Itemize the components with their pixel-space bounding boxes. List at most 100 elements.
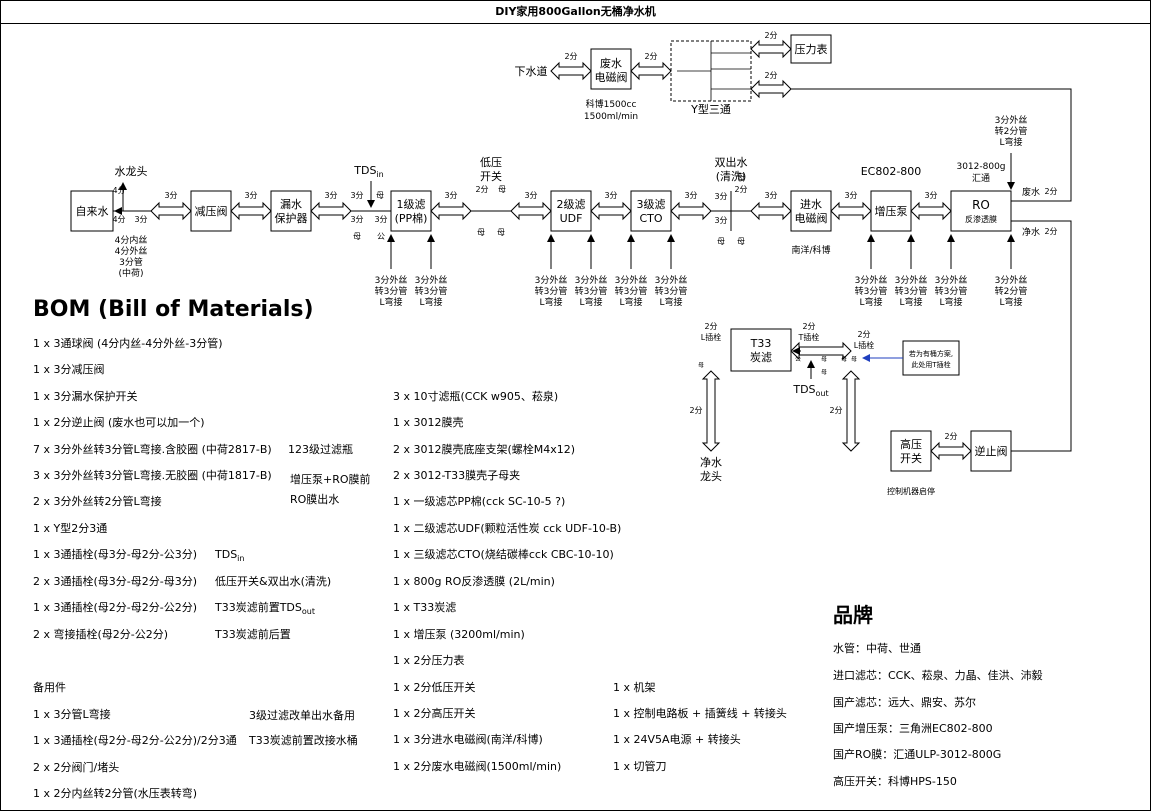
pipe-gauge [750, 39, 792, 59]
adapter-label: 转3分管 [615, 285, 648, 297]
size-label: 2分 [764, 71, 777, 80]
pipe-drain [550, 61, 592, 81]
waste-valve-box [590, 48, 632, 90]
hp-switch-label-1: 高压 [900, 437, 922, 451]
bom-col1-item: 1 x Y型2分3通 [33, 522, 108, 535]
ro-model-2: 汇通 [972, 173, 990, 184]
brand-item: 国产滤芯：远大、鼎安、苏尔 [833, 696, 976, 709]
bom-col2-item: 1 x 二级滤芯UDF(颗粒活性炭 cck UDF-10-B) [393, 522, 622, 535]
adapter-label: 转3分管 [855, 285, 888, 297]
waste-line [791, 88, 1072, 202]
size-label: 3分 [350, 215, 363, 224]
faucet-out-label-2: 龙头 [700, 470, 722, 483]
bom-title: BOM (Bill of Materials) [33, 297, 314, 322]
adapter-label: L弯接 [859, 296, 882, 308]
gender-label: 母 [477, 228, 485, 237]
bom-note: T33炭滤前置TDSout [215, 601, 315, 617]
leak-protector-label-1: 漏水 [280, 198, 302, 211]
brand-item: 水管：中荷、世通 [833, 642, 921, 655]
size-label: 3分 [134, 215, 147, 224]
gender-label: 母 [497, 228, 505, 237]
waste-valve-label-1: 废水 [600, 56, 622, 70]
inlet-brand-label: 南洋/科博 [791, 244, 830, 256]
gender-label: 母 [717, 237, 725, 246]
brand-item: 国产增压泵：三角洲EC802-800 [833, 722, 993, 735]
bom-col2-item: 1 x 一级滤芯PP棉(cck SC-10-5 ?) [393, 495, 566, 508]
bom-col3-item: 1 x 控制电路板 + 插簧线 + 转接头 [613, 707, 787, 720]
bom-col2-item: 1 x 2分低压开关 [393, 681, 476, 694]
size-label: 3分 [684, 191, 697, 200]
bom-note: 低压开关&双出水(清洗) [215, 575, 332, 588]
faucet-note-1: 4分内丝 [115, 234, 148, 246]
tds-in-label: TDSin [353, 164, 383, 179]
size-label: 3分 [714, 192, 727, 201]
adapter-label: 3分外丝 [375, 274, 408, 286]
bom-col2-item: 2 x 3012-T33膜壳子母夹 [393, 469, 521, 482]
adapter-label: 3分外丝 [855, 274, 888, 286]
pipe-hp-switch [841, 370, 861, 452]
size-label: 3分 [714, 216, 727, 225]
pipe-waste-tee [630, 61, 672, 81]
leak-protector-box [270, 190, 312, 232]
adapter-label: 3分外丝 [615, 274, 648, 286]
size-label: 3分 [924, 191, 937, 200]
pipe-t33-in [790, 341, 852, 361]
bom-col1-item: 3 x 3分外丝转3分管L弯接.无胶圈 (中荷1817-B) [33, 469, 272, 482]
brand-item: 高压开关：科博HPS-150 [833, 775, 957, 788]
bom-col2-item: 2 x 3012膜壳底座支架(螺栓M4x12) [393, 443, 576, 456]
bom-col2-item: 1 x 2分高压开关 [393, 707, 476, 720]
size-label: 2分 [734, 185, 747, 194]
callout-box [902, 340, 960, 376]
adapter-label: 3分外丝 [575, 274, 608, 286]
spares-title: 备用件 [33, 681, 66, 694]
adapter-label: L弯接 [539, 296, 562, 308]
pipe-4 [430, 201, 472, 221]
adapter-label: 转3分管 [575, 285, 608, 297]
low-pressure-label-1: 低压 [480, 156, 502, 169]
pipe-9 [830, 201, 872, 221]
bom-col1-item: 7 x 3分外丝转3分管L弯接.含胶圈 (中荷2817-B) [33, 443, 272, 456]
pipe-10 [910, 201, 952, 221]
adapter-label: 转3分管 [935, 285, 968, 297]
gender-label: 母 [737, 237, 745, 246]
ec802-label: EC802-800 [861, 165, 922, 178]
bom-col2-item: 1 x 3012膜壳 [393, 416, 464, 429]
bom-col1-item: 2 x 3通插栓(母3分-母2分-母3分) [33, 575, 198, 588]
filter3-label-2: CTO [639, 212, 662, 225]
pipe-1 [150, 201, 192, 221]
gender-label: 母 [698, 362, 704, 369]
bom-note: T33炭滤前后置 [215, 628, 291, 641]
size-label: 3分 [604, 191, 617, 200]
waste-valve-label-2: 电磁阀 [595, 70, 628, 84]
spare-note: 3级过滤改单出水备用 [249, 709, 355, 722]
pipe-5 [510, 201, 552, 221]
adapter-label: 3分外丝 [935, 274, 968, 286]
bom-col1-item: 1 x 3通插栓(母2分-母2分-公2分) [33, 601, 198, 614]
pipe-6 [590, 201, 632, 221]
booster-label: 增压泵 [875, 204, 908, 218]
size-label: 3分 [324, 191, 337, 200]
size-label: 3分 [374, 215, 387, 224]
check-valve-box [970, 430, 1012, 472]
size-label: 3分 [244, 191, 257, 200]
faucet-in-label: 自来水 [76, 205, 109, 218]
size-label: 3分 [844, 191, 857, 200]
bom-col1-item: 1 x 3分减压阀 [33, 363, 105, 376]
size-label: 2分 [1044, 187, 1057, 196]
y-tee-label: Y型三通 [690, 102, 731, 116]
page-title: DIY家用800Gallon无桶净水机 [1, 1, 1150, 24]
size-label: 4分 [112, 215, 125, 224]
adapter-label: L弯接 [379, 296, 402, 308]
bom-col2-item: 1 x 3分进水电磁阀(南洋/科博) [393, 733, 543, 746]
filter2-box [550, 190, 592, 232]
adapter-label: 3分外丝 [535, 274, 568, 286]
plug-label: T插栓 [798, 332, 820, 342]
hp-switch-box [890, 430, 932, 472]
leak-protector-label-2: 保护器 [275, 211, 308, 225]
faucet-out-label-1: 净水 [700, 455, 722, 469]
callout-label-2: 此处用T插栓 [911, 360, 950, 369]
bom-col1-item: 1 x 3分漏水保护开关 [33, 390, 138, 403]
dual-out-label-2: (清洗) [716, 170, 747, 183]
bom-col3-item: 1 x 24V5A电源 + 转接头 [613, 733, 741, 746]
